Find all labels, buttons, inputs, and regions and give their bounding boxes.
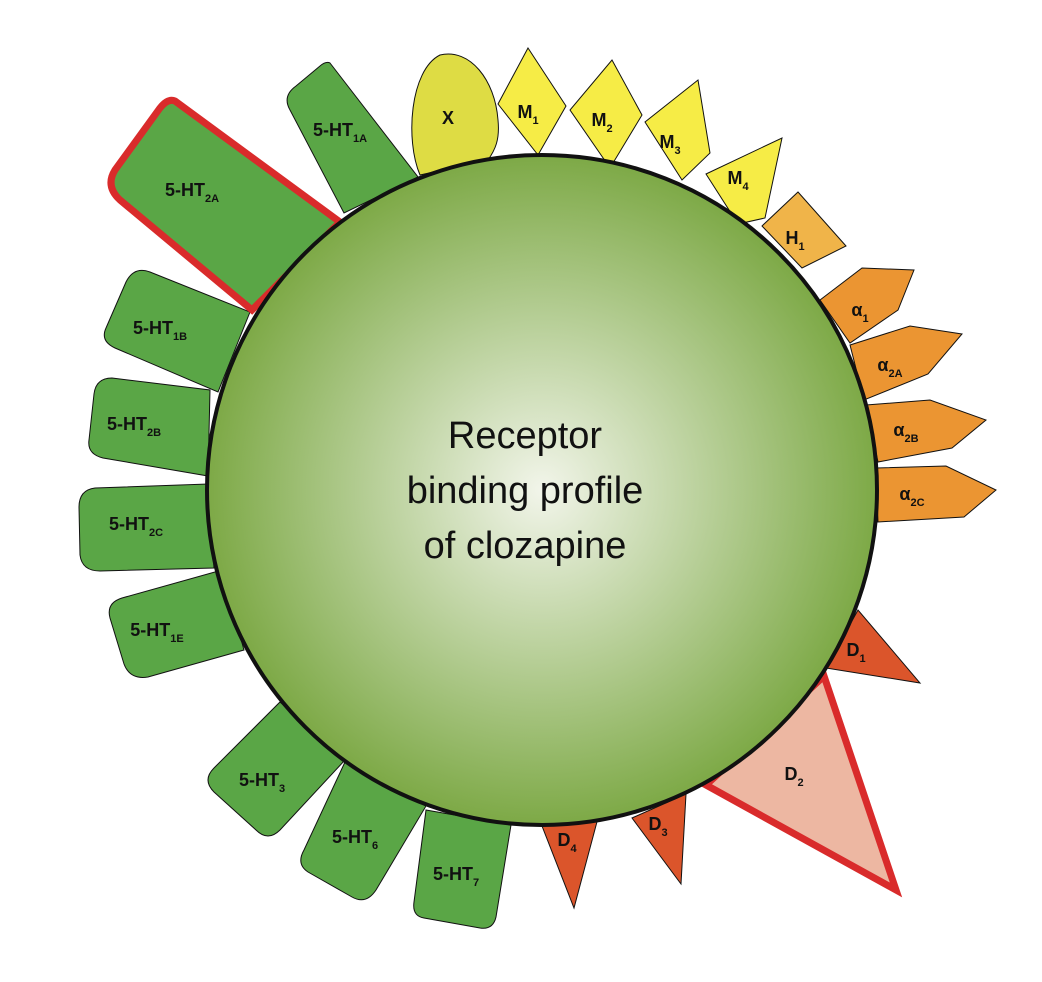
receptor-label-x: X	[442, 108, 454, 128]
receptor-5ht1a-shape	[286, 61, 419, 214]
receptor-label-subscript: 2B	[905, 433, 919, 445]
receptor-5ht2c-shape	[78, 483, 215, 572]
receptor-label-base: M	[659, 132, 674, 152]
center-title-line-1: Receptor	[448, 415, 603, 457]
receptor-a2b-shape	[865, 399, 987, 463]
receptor-label-subscript: 2C	[149, 527, 163, 539]
receptor-label-base: 5-HT	[109, 514, 149, 534]
receptor-label-a2a: α2A	[877, 355, 902, 380]
receptor-label-base: 5-HT	[313, 120, 353, 140]
receptor-label-base: D	[784, 764, 797, 784]
receptor-label-subscript: 1A	[353, 133, 367, 145]
receptor-label-base: H	[785, 228, 798, 248]
receptor-label-subscript: 2A	[889, 368, 903, 380]
receptor-label-5ht2c: 5-HT2C	[109, 514, 163, 539]
receptor-5ht2b-shape	[88, 377, 211, 477]
center-title-line-2: binding profile	[407, 470, 644, 512]
receptor-label-5ht2b: 5-HT2B	[107, 414, 161, 439]
receptor-label-subscript: 2C	[911, 497, 925, 509]
receptor-label-base: 5-HT	[165, 180, 205, 200]
receptor-label-base: 5-HT	[332, 827, 372, 847]
receptor-label-5ht3: 5-HT3	[239, 770, 285, 795]
receptor-label-5ht1e: 5-HT1E	[130, 620, 183, 645]
receptor-label-base: D	[846, 640, 859, 660]
receptor-label-subscript: 2A	[205, 193, 219, 205]
receptor-label-subscript: 1	[798, 241, 804, 253]
receptor-label-base: D	[557, 830, 570, 850]
receptor-5ht1e-shape	[108, 569, 245, 678]
receptor-5ht1b-shape	[103, 269, 251, 393]
receptor-label-d2: D2	[784, 764, 803, 789]
receptor-label-subscript: 3	[674, 145, 680, 157]
receptor-label-subscript: 6	[372, 840, 378, 852]
receptor-label-base: D	[648, 814, 661, 834]
receptor-label-a2c: α2C	[899, 484, 924, 509]
receptor-label-subscript: 1	[532, 115, 538, 127]
receptor-a1-shape	[819, 267, 915, 344]
receptor-label-subscript: 2	[797, 777, 803, 789]
receptor-label-h1: H1	[785, 228, 804, 253]
receptor-label-5ht1b: 5-HT1B	[133, 318, 187, 343]
receptor-label-m1: M1	[517, 102, 538, 127]
receptor-label-base: M	[727, 168, 742, 188]
receptor-label-d4: D4	[557, 830, 577, 855]
receptor-label-m4: M4	[727, 168, 749, 193]
receptor-label-subscript: 2B	[147, 427, 161, 439]
receptor-label-5ht6: 5-HT6	[332, 827, 378, 852]
receptor-label-base: 5-HT	[130, 620, 170, 640]
receptor-label-base: α	[899, 484, 910, 504]
receptor-label-5ht7: 5-HT7	[433, 864, 479, 889]
receptor-label-subscript: 1	[862, 313, 868, 325]
receptor-label-base: M	[591, 110, 606, 130]
receptor-label-subscript: 4	[570, 843, 577, 855]
center-circle	[205, 153, 879, 827]
receptor-x-shape	[411, 53, 499, 176]
receptor-label-a1: α1	[851, 300, 868, 325]
receptor-label-base: α	[851, 300, 862, 320]
receptor-label-subscript: 2	[606, 123, 612, 135]
center-title: Receptor binding profile of clozapine	[407, 415, 644, 567]
receptor-label-subscript: 3	[661, 827, 667, 839]
receptor-label-subscript: 4	[742, 181, 749, 193]
receptor-5ht6-shape	[300, 761, 427, 901]
receptor-label-m2: M2	[591, 110, 612, 135]
receptor-a2c-shape	[875, 465, 997, 523]
receptor-label-base: 5-HT	[107, 414, 147, 434]
receptor-label-base: 5-HT	[433, 864, 473, 884]
receptor-label-base: α	[893, 420, 904, 440]
receptor-label-base: X	[442, 108, 454, 128]
receptor-label-subscript: 1E	[170, 633, 183, 645]
receptor-shapes	[78, 47, 997, 929]
receptor-label-5ht1a: 5-HT1A	[313, 120, 367, 145]
receptor-m3-shape	[644, 79, 711, 181]
receptor-label-d1: D1	[846, 640, 865, 665]
receptor-label-m3: M3	[659, 132, 680, 157]
receptor-label-base: 5-HT	[133, 318, 173, 338]
receptor-labels: X M1 M2 M3 M4 H1 α1 α2A α2B α2C D1 D2 D3…	[107, 102, 925, 889]
receptor-label-subscript: 1B	[173, 331, 187, 343]
receptor-label-subscript: 7	[473, 877, 479, 889]
receptor-label-d3: D3	[648, 814, 667, 839]
receptor-label-base: M	[517, 102, 532, 122]
receptor-label-a2b: α2B	[893, 420, 918, 445]
center-title-line-3: of clozapine	[424, 525, 627, 567]
receptor-label-5ht2a: 5-HT2A	[165, 180, 219, 205]
receptor-label-base: 5-HT	[239, 770, 279, 790]
receptor-label-subscript: 1	[859, 653, 865, 665]
receptor-label-subscript: 3	[279, 783, 285, 795]
receptor-5ht3-shape	[207, 701, 346, 837]
receptor-5ht7-shape	[413, 809, 512, 929]
receptor-5ht2a-shape	[107, 96, 346, 315]
receptor-h1-shape	[761, 191, 847, 269]
receptor-label-base: α	[877, 355, 888, 375]
receptor-a2a-shape	[849, 325, 963, 401]
